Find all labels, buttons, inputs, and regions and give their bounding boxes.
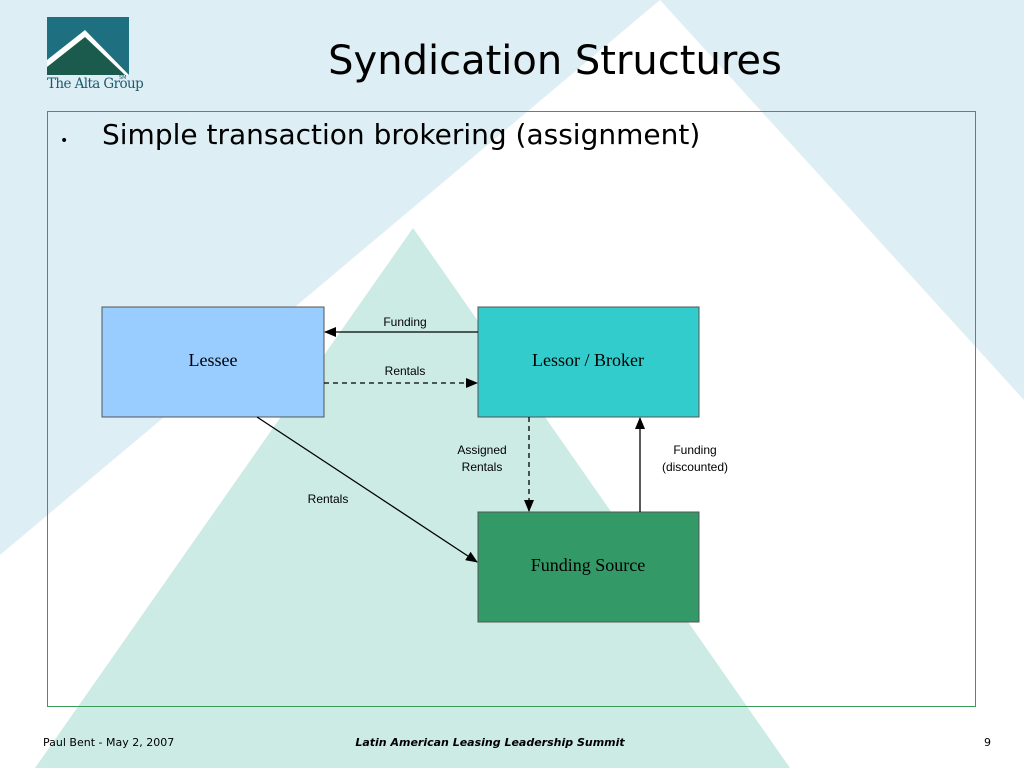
node-lessee-label: Lessee [189,350,238,370]
edge-label-discounted: (discounted) [662,460,728,474]
node-funding-source-label: Funding Source [531,555,646,575]
edge-label-funding: Funding [383,315,426,329]
edge-label-assigned: Assigned [457,443,506,457]
node-lessor-broker: Lessor / Broker [477,306,700,418]
content-frame [47,111,976,707]
edge-label-funding-2: Funding [673,443,716,457]
edge-label-assigned-rentals: Rentals [462,460,503,474]
footer-author-date: Paul Bent - May 2, 2007 [43,736,175,749]
node-lessee: Lessee [101,306,325,418]
edge-rentals-diagonal [256,416,478,563]
edge-label-rentals: Rentals [385,364,426,378]
logo-service-mark: SM [119,75,127,81]
logo-text: The Alta Group [47,76,144,92]
background-mint-triangle [35,228,790,768]
node-lessor-broker-label: Lessor / Broker [532,350,644,370]
footer-page-number: 9 [984,736,991,749]
node-funding-source: Funding Source [477,511,700,623]
edge-label-rentals-diagonal: Rentals [308,492,349,506]
bullet-text: Simple transaction brokering (assignment… [102,118,701,151]
alta-group-logo [47,17,129,75]
bullet-marker: • [60,133,69,149]
footer-event-name: Latin American Leasing Leadership Summit [355,736,625,749]
page-title: Syndication Structures [328,38,782,84]
